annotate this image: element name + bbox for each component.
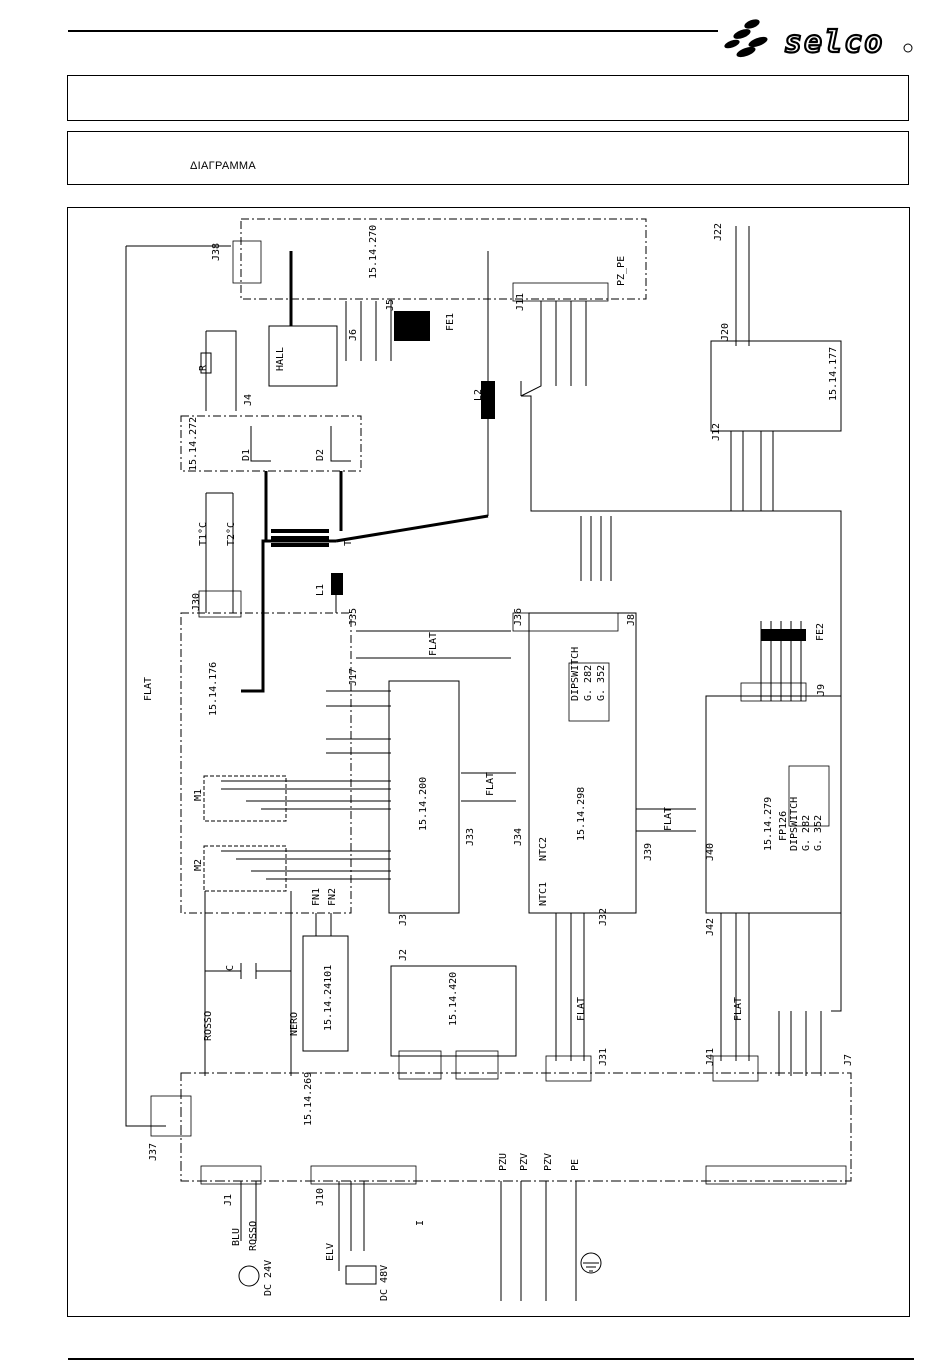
svg-text:15.14.177: 15.14.177 bbox=[828, 347, 839, 401]
svg-text:FE2: FE2 bbox=[815, 623, 826, 641]
g282-label-1: G. 282 bbox=[583, 665, 594, 701]
svg-text:J39: J39 bbox=[643, 843, 654, 861]
svg-text:J42: J42 bbox=[705, 918, 716, 936]
svg-text:15.14.420: 15.14.420 bbox=[448, 972, 459, 1026]
svg-text:J36: J36 bbox=[513, 608, 524, 626]
svg-text:ROSSO: ROSSO bbox=[248, 1221, 259, 1251]
svg-text:M1: M1 bbox=[193, 789, 204, 801]
fn2-label: FN2 bbox=[327, 888, 338, 906]
svg-text:DIPSWITCH: DIPSWITCH bbox=[789, 797, 800, 851]
svg-text:15.14.270: 15.14.270 bbox=[368, 225, 379, 279]
brand-wordmark: selco bbox=[784, 25, 884, 60]
svg-text:J41: J41 bbox=[705, 1048, 716, 1066]
svg-text:T1°C: T1°C bbox=[198, 522, 209, 546]
svg-text:R: R bbox=[198, 364, 209, 371]
svg-text:J40: J40 bbox=[705, 843, 716, 861]
logo-swoosh-icon bbox=[724, 19, 768, 58]
blu-label: BLU bbox=[231, 1228, 242, 1246]
selco-logo: selco bbox=[724, 19, 913, 61]
pz-pe-label: PZ_PE bbox=[616, 256, 627, 286]
svg-text:J10: J10 bbox=[315, 1188, 326, 1206]
flat-label: FLAT bbox=[143, 677, 154, 701]
svg-text:G. 282: G. 282 bbox=[801, 815, 812, 851]
svg-text:J1: J1 bbox=[223, 1194, 234, 1206]
dc48-label: DC 48V bbox=[379, 1265, 390, 1301]
svg-text:HALL: HALL bbox=[275, 347, 286, 371]
svg-text:J30: J30 bbox=[191, 593, 202, 611]
svg-text:J35: J35 bbox=[348, 608, 359, 626]
svg-text:I: I bbox=[415, 1220, 426, 1226]
svg-text:FLAT: FLAT bbox=[485, 772, 496, 796]
svg-text:J12: J12 bbox=[711, 423, 722, 441]
svg-text:FLAT: FLAT bbox=[733, 997, 744, 1021]
svg-text:J31: J31 bbox=[598, 1048, 609, 1066]
g352-label-1: G. 352 bbox=[596, 665, 607, 701]
ntc1-label: NTC1 bbox=[538, 882, 549, 906]
svg-text:J5: J5 bbox=[385, 299, 396, 311]
svg-text:T: T bbox=[343, 540, 354, 546]
svg-text:J7: J7 bbox=[843, 1054, 854, 1066]
svg-text:15.14.279: 15.14.279 bbox=[763, 797, 774, 851]
pzv-label: PZV bbox=[519, 1153, 530, 1171]
wiring-diagram-frame: 15.14.270 15.14.272 15.14.176 15.14.200 … bbox=[67, 207, 910, 1317]
svg-text:15.14.272: 15.14.272 bbox=[188, 417, 199, 471]
svg-text:J22: J22 bbox=[713, 223, 724, 241]
svg-text:J4: J4 bbox=[243, 394, 254, 406]
svg-text:FLAT: FLAT bbox=[663, 807, 674, 831]
svg-text:J9: J9 bbox=[816, 684, 827, 696]
dipswitch-label-1: DIPSWITCH bbox=[570, 647, 581, 701]
svg-text:J2: J2 bbox=[398, 949, 409, 961]
svg-text:L2: L2 bbox=[473, 389, 484, 401]
svg-text:FP126: FP126 bbox=[778, 811, 789, 841]
svg-text:FLAT: FLAT bbox=[428, 632, 439, 656]
svg-text:15.14.269: 15.14.269 bbox=[303, 1072, 314, 1126]
pzu-label: PZU bbox=[498, 1153, 509, 1171]
svg-text:J33: J33 bbox=[465, 828, 476, 846]
svg-text:J38: J38 bbox=[211, 243, 222, 261]
svg-text:J8: J8 bbox=[626, 614, 637, 626]
svg-text:J6: J6 bbox=[348, 329, 359, 341]
wiring-diagram: 15.14.270 15.14.272 15.14.176 15.14.200 … bbox=[125, 218, 854, 1301]
diagram-title: ΔΙΑΓΡΑΜΜΑ bbox=[190, 160, 257, 172]
svg-text:15.14.24101: 15.14.24101 bbox=[323, 965, 334, 1031]
header-rule bbox=[68, 30, 718, 32]
svg-text:J37: J37 bbox=[148, 1143, 159, 1161]
svg-text:15.14.298: 15.14.298 bbox=[576, 787, 587, 841]
svg-text:D2: D2 bbox=[315, 449, 326, 461]
svg-text:C: C bbox=[225, 965, 236, 971]
header-box bbox=[67, 75, 909, 121]
ntc2-label: NTC2 bbox=[538, 837, 549, 861]
title-box: ΔΙΑΓΡΑΜΜΑ bbox=[67, 131, 909, 185]
svg-text:FE1: FE1 bbox=[445, 313, 456, 331]
svg-text:M2: M2 bbox=[193, 859, 204, 871]
nero-label: NERO bbox=[289, 1012, 300, 1036]
svg-text:J32: J32 bbox=[598, 908, 609, 926]
svg-text:J17: J17 bbox=[348, 668, 359, 686]
svg-text:ELV: ELV bbox=[325, 1243, 336, 1261]
svg-text:T2°C: T2°C bbox=[226, 522, 237, 546]
svg-text:J20: J20 bbox=[720, 323, 731, 341]
svg-text:15.14.200: 15.14.200 bbox=[418, 777, 429, 831]
svg-text:PZV: PZV bbox=[543, 1153, 554, 1171]
dc24-label: DC 24V bbox=[263, 1260, 274, 1296]
fn1-label: FN1 bbox=[311, 888, 322, 906]
rosso-label: ROSSO bbox=[203, 1011, 214, 1041]
svg-text:J34: J34 bbox=[513, 828, 524, 846]
svg-text:D1: D1 bbox=[241, 449, 252, 461]
pe-label: PE bbox=[570, 1159, 581, 1171]
footer-rule bbox=[68, 1358, 914, 1360]
svg-text:L1: L1 bbox=[315, 584, 326, 596]
svg-text:J3: J3 bbox=[398, 914, 409, 926]
svg-text:15.14.176: 15.14.176 bbox=[208, 662, 219, 716]
svg-text:J11: J11 bbox=[515, 293, 526, 311]
svg-text:FLAT: FLAT bbox=[576, 997, 587, 1021]
svg-text:G. 352: G. 352 bbox=[813, 815, 824, 851]
